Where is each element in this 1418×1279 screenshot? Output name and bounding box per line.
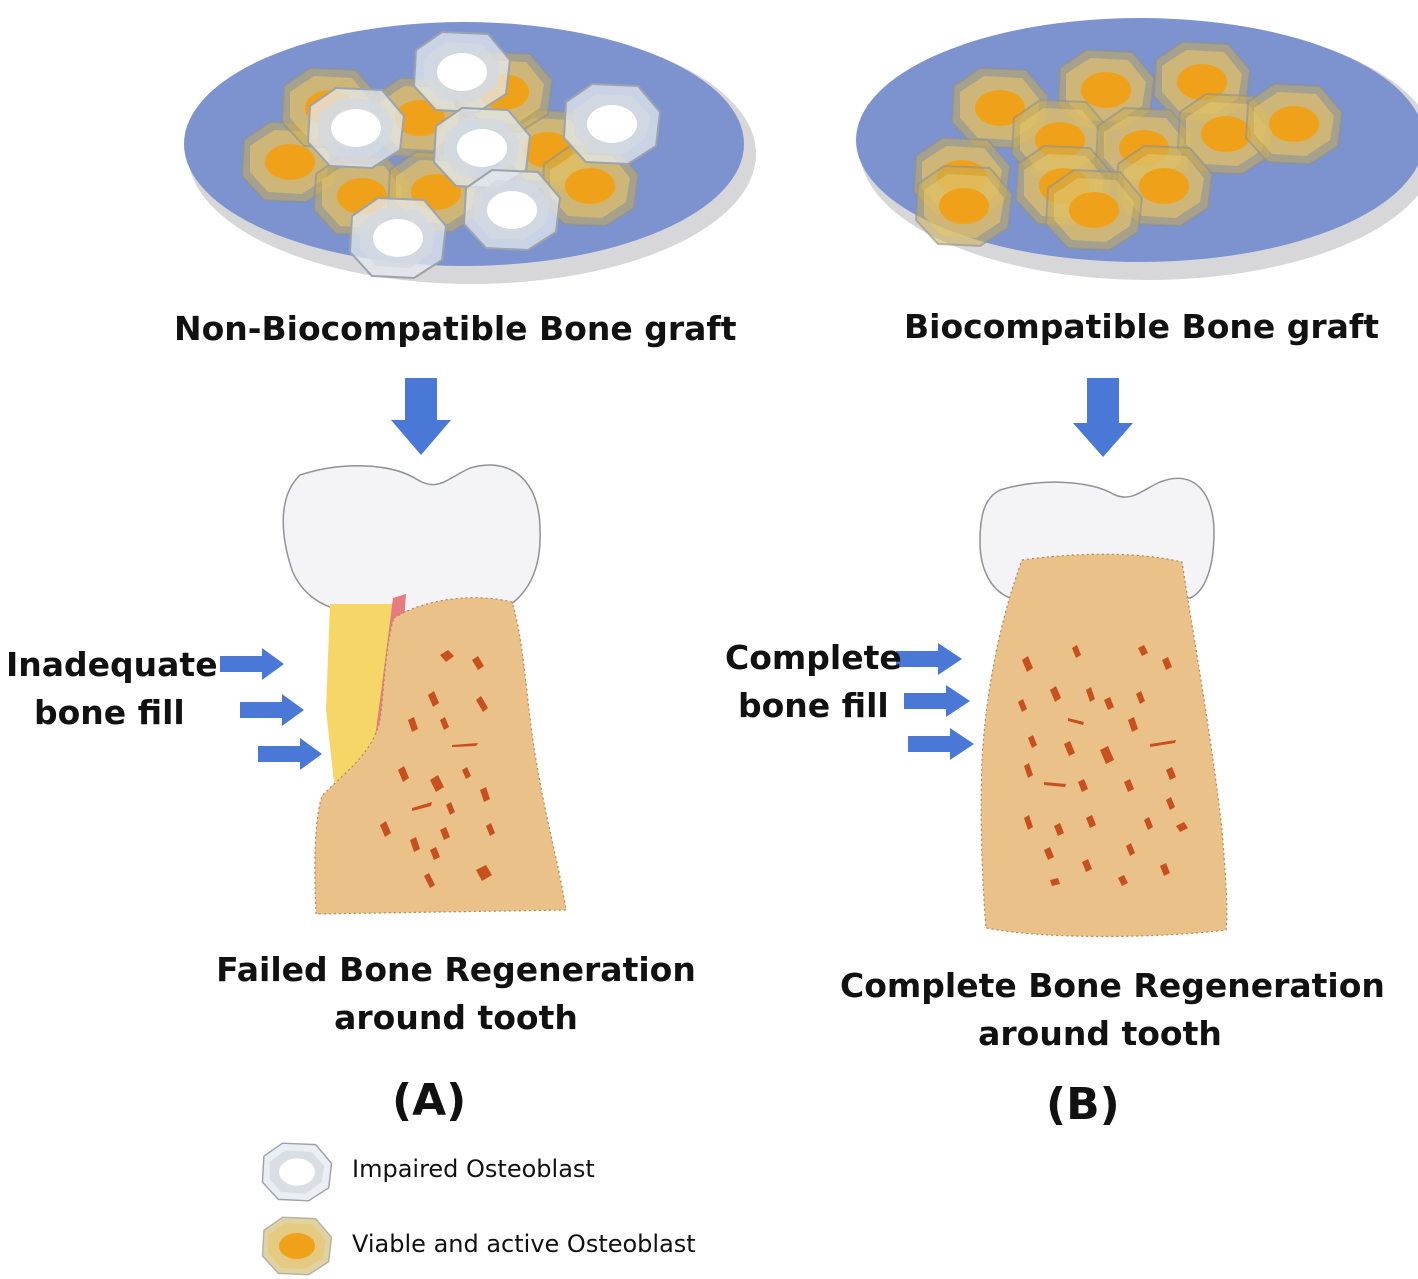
result-b-line1: Complete Bone Regeneration bbox=[840, 966, 1385, 1005]
result-a-line2: around tooth bbox=[334, 998, 578, 1037]
complete-label-line1: Complete bbox=[725, 638, 902, 677]
inadequate-label-line1: Inadequate bbox=[6, 645, 218, 684]
legend-viable-label: Viable and active Osteoblast bbox=[352, 1230, 696, 1258]
bone-spots-a bbox=[380, 650, 495, 888]
side-arrows-b bbox=[896, 643, 974, 760]
panel-letter-b: (B) bbox=[1046, 1079, 1120, 1130]
side-arrows-a bbox=[220, 648, 322, 770]
graft-title-a: Non-Biocompatible Bone graft bbox=[174, 309, 737, 348]
inadequate-label-line2: bone fill bbox=[34, 693, 185, 732]
legend-impaired-label: Impaired Osteoblast bbox=[352, 1155, 595, 1183]
result-b-line2: around tooth bbox=[978, 1014, 1222, 1053]
down-arrow-a bbox=[391, 378, 451, 455]
complete-label-line2: bone fill bbox=[738, 686, 889, 725]
panel-letter-a: (A) bbox=[392, 1075, 467, 1126]
down-arrow-b bbox=[1073, 378, 1133, 457]
graft-title-b: Biocompatible Bone graft bbox=[904, 307, 1380, 346]
bone-a bbox=[314, 597, 567, 915]
result-a-line1: Failed Bone Regeneration bbox=[216, 950, 696, 989]
bone-b bbox=[980, 553, 1228, 938]
bone-spots-b bbox=[1018, 645, 1188, 886]
legend-viable-icon bbox=[261, 1216, 333, 1276]
legend-impaired-icon bbox=[261, 1142, 333, 1202]
